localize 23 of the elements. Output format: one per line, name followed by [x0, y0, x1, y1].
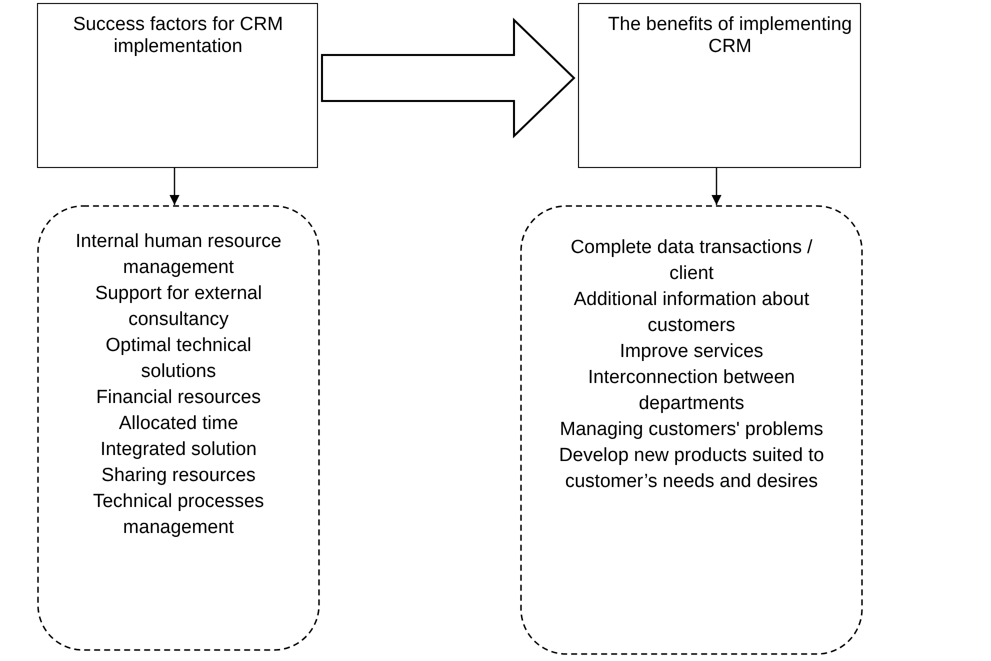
list-item: Support for external consultancy [94, 282, 263, 332]
list-item: Optimal technical solutions [104, 334, 252, 384]
list-item: Managing customers' problems [558, 418, 824, 442]
list-item: Additional information about customers [572, 288, 810, 338]
list-item: Technical processes management [92, 490, 266, 540]
list-item: Integrated solution [99, 438, 258, 462]
list-item: Improve services [618, 340, 764, 364]
block-arrow [321, 18, 576, 138]
heading-box [37, 3, 318, 168]
arrow [170, 168, 180, 205]
list-item: Develop new products suited to customer’s needs and desires [558, 444, 826, 494]
heading-box [578, 3, 861, 168]
list-item: Complete data transactions / client [570, 236, 814, 286]
heading-text: Success factors for CRM implementation [72, 14, 284, 58]
list-item: Interconnection between departments [586, 366, 796, 416]
arrow [712, 168, 722, 205]
list-item: Allocated time [118, 412, 240, 436]
list-item: Sharing resources [100, 464, 257, 488]
heading-text: The benefits of implementing CRM [607, 14, 853, 58]
dashed-rounded-box [37, 205, 320, 651]
list-item: Internal human resource management [74, 230, 282, 280]
dashed-rounded-box [520, 205, 863, 655]
list-item: Financial resources [95, 386, 262, 410]
